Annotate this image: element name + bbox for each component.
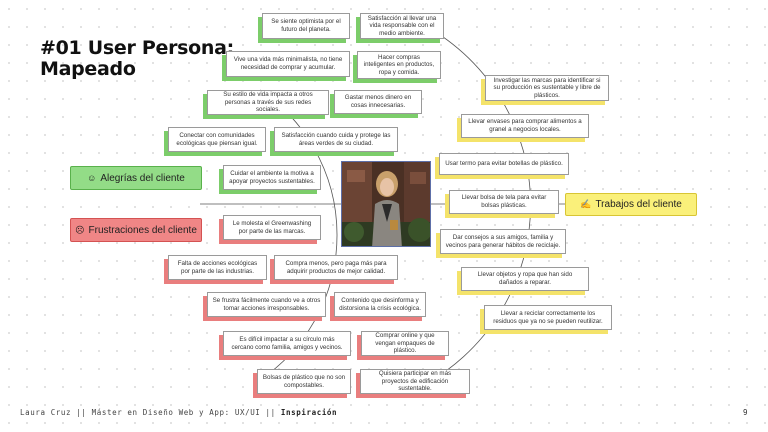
persona-photo-illustration xyxy=(342,162,430,246)
joys-label-text: Alegrías del cliente xyxy=(100,172,185,184)
job-note: Llevar bolsa de tela para evitar bolsas … xyxy=(449,190,559,214)
footer-highlight: Inspiración xyxy=(280,408,338,417)
joy-note: Se siente optimista por el futuro del pl… xyxy=(262,13,350,39)
frustration-note: Bolsas de plástico que no son compostabl… xyxy=(257,369,351,394)
job-note: Llevar objetos y ropa que han sido dañad… xyxy=(461,267,589,291)
joy-note: Satisfacción al llevar una vida responsa… xyxy=(360,13,444,39)
job-note: Llevar a reciclar correctamente los resi… xyxy=(484,305,612,330)
frustrations-label-text: Frustraciones del cliente xyxy=(88,224,197,236)
frustration-note: Le molesta el Greenwashing por parte de … xyxy=(223,215,321,240)
joy-note: Cuidar el ambiente la motiva a apoyar pr… xyxy=(223,165,321,190)
frustration-note: Es difícil impactar a su círculo más cer… xyxy=(223,331,351,356)
frustration-note: Contenido que desinforma y distorsiona l… xyxy=(334,292,426,317)
jobs-label: ✍ Trabajos del cliente xyxy=(565,193,697,216)
frustrations-label: ☹ Frustraciones del cliente xyxy=(70,218,202,242)
page-number: 9 xyxy=(743,408,748,417)
jobs-label-text: Trabajos del cliente xyxy=(595,199,682,210)
persona-photo xyxy=(341,161,431,247)
joy-note: Conectar con comunidades ecológicas que … xyxy=(168,127,266,152)
job-note: Llevar envases para comprar alimentos a … xyxy=(461,114,589,138)
joys-label: ☺ Alegrías del cliente xyxy=(70,166,202,190)
footer: Laura Cruz || Máster en Diseño Web y App… xyxy=(20,408,337,417)
joy-note: Su estilo de vida impacta a otros person… xyxy=(207,90,329,115)
joy-note: Gastar menos dinero en cosas innecesaria… xyxy=(334,90,422,114)
frustration-note: Comprar online y que vengan empaques de … xyxy=(361,331,449,356)
page-title-line-1: #01 User Persona: xyxy=(40,37,234,59)
smile-face-icon: ☺ xyxy=(87,173,97,183)
page-title: #01 User Persona: Mapeado xyxy=(40,38,234,80)
joy-note: Hacer compras inteligentes en productos,… xyxy=(357,51,441,79)
job-note: Dar consejos a sus amigos, familia y vec… xyxy=(440,229,566,254)
frustration-note: Se frustra fácilmente cuando ve a otros … xyxy=(207,292,326,317)
joy-note: Vive una vida más minimalista, no tiene … xyxy=(226,51,350,77)
footer-text: Laura Cruz || Máster en Diseño Web y App… xyxy=(20,408,281,417)
frown-face-icon: ☹ xyxy=(75,224,85,235)
job-note: Investigar las marcas para identificar s… xyxy=(485,75,609,101)
frustration-note: Falta de acciones ecológicas por parte d… xyxy=(168,255,267,280)
writing-hand-icon: ✍ xyxy=(580,199,592,209)
page-title-line-2: Mapeado xyxy=(40,58,136,80)
frustration-note: Quisiera participar en más proyectos de … xyxy=(360,369,470,394)
job-note: Usar termo para evitar botellas de plást… xyxy=(439,153,569,175)
frustration-note: Compra menos, pero paga más para adquiri… xyxy=(274,255,398,280)
joy-note: Satisfacción cuando cuida y protege las … xyxy=(274,127,398,152)
